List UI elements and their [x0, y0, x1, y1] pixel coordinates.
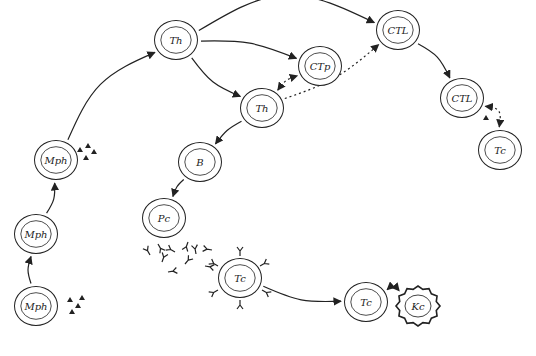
cell-label: Tc [219, 273, 261, 284]
cell: Tc [344, 282, 388, 322]
connector-arrow [418, 44, 450, 78]
cell: Mph [14, 214, 58, 254]
connector-arrow [278, 76, 298, 90]
cell: CTL [376, 10, 420, 50]
connector-arrow [263, 286, 341, 301]
cell: Kc [396, 286, 440, 326]
antigen [67, 115, 489, 314]
connector-arrow [215, 121, 241, 144]
antibodies [143, 241, 214, 275]
connector-arrow [47, 183, 55, 213]
cell: Th [154, 20, 198, 60]
cell-label: Tc [479, 145, 521, 156]
bound-antibodies [209, 247, 272, 309]
cell: Tc [478, 130, 522, 170]
cell: B [178, 142, 222, 182]
connector-arrow [192, 58, 241, 97]
cell-label: Pc [143, 213, 185, 224]
cell: Tc [218, 258, 262, 298]
connector-arrow [68, 52, 155, 139]
connector-arrow [173, 179, 184, 196]
cell: Pc [142, 198, 186, 238]
connector-arrow [199, 0, 374, 31]
connector-arrow [285, 45, 379, 99]
connector-arrow [485, 106, 500, 127]
cell-label: Th [241, 103, 283, 114]
cell: CTp [298, 46, 342, 86]
connector-arrow [28, 257, 31, 284]
cell-label: Kc [396, 301, 440, 312]
cell: Th [240, 88, 284, 128]
cell: Mph [34, 140, 78, 180]
cell-label: CTL [377, 25, 419, 36]
cell-label: Tc [345, 297, 387, 308]
cell-label: Mph [15, 301, 57, 312]
connector-arrow [201, 41, 296, 59]
cell-label: CTp [299, 61, 341, 72]
cell-label: CTL [441, 93, 483, 104]
cell: Mph [14, 286, 58, 326]
cell: CTL [440, 78, 484, 118]
cell-label: Mph [35, 155, 77, 166]
cell-label: Th [155, 35, 197, 46]
connector-arrow [387, 286, 399, 291]
cell-label: B [179, 157, 221, 168]
cell-label: Mph [15, 229, 57, 240]
